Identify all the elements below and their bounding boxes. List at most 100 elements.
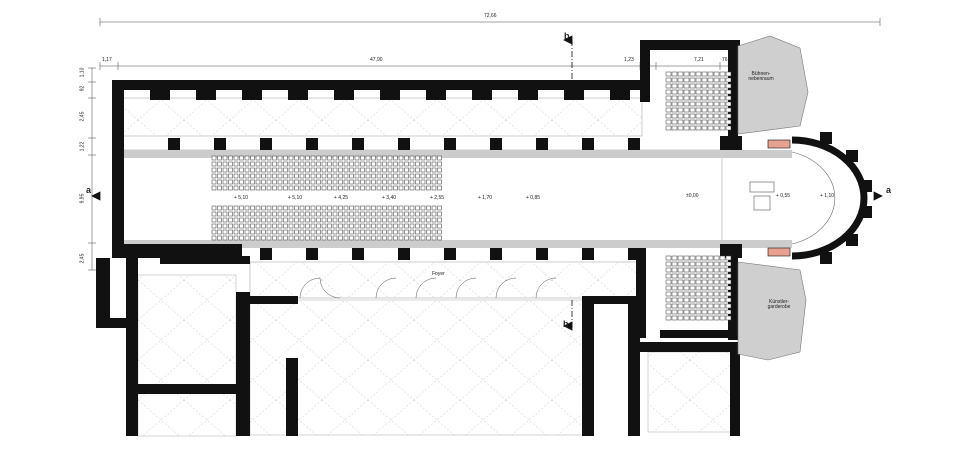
seat (332, 235, 338, 241)
seat (719, 89, 726, 95)
seat (316, 161, 321, 167)
seat (725, 315, 732, 321)
seat (332, 167, 338, 173)
seat (327, 167, 332, 173)
dim-vertical-5: 9,95 (79, 193, 86, 204)
nave-gray-band-bottom (122, 240, 792, 248)
seat (707, 95, 714, 101)
seat (393, 179, 398, 185)
room-label-stage-side: Bühnen-nebenraum (748, 71, 774, 82)
seat (404, 173, 409, 179)
seat (725, 297, 732, 303)
seat (695, 83, 702, 89)
seat (695, 255, 702, 261)
seat (409, 161, 415, 167)
seat (701, 261, 708, 267)
seat (288, 155, 294, 161)
seat (683, 267, 690, 273)
seat (404, 167, 409, 173)
seat (671, 71, 678, 77)
sw-chapel-lower (137, 391, 237, 437)
seat (671, 113, 678, 119)
seat (382, 223, 387, 229)
seat (354, 161, 360, 167)
seat (255, 179, 261, 185)
seat (415, 223, 420, 229)
seat (665, 77, 672, 83)
seat (376, 235, 382, 241)
seat (665, 71, 672, 77)
seat (689, 291, 696, 297)
seat (332, 205, 338, 211)
seat (431, 185, 437, 191)
dim-segment-b: 7,21 (694, 57, 704, 63)
seat (222, 223, 228, 229)
seat (415, 217, 420, 223)
seat (701, 107, 708, 113)
seat (244, 167, 250, 173)
seat (415, 179, 420, 185)
seat (316, 229, 321, 235)
seat (272, 229, 277, 235)
seat (277, 167, 283, 173)
seat (431, 235, 437, 241)
seat (426, 211, 431, 217)
seat (409, 173, 415, 179)
seat (327, 211, 332, 217)
seat (409, 205, 415, 211)
seat (211, 211, 217, 217)
seat (426, 179, 431, 185)
seat (365, 155, 371, 161)
seat (426, 235, 431, 241)
seat (288, 211, 294, 217)
seat (283, 173, 288, 179)
seat (288, 217, 294, 223)
seat (393, 161, 398, 167)
seat (354, 217, 360, 223)
seat (233, 167, 239, 173)
seat (228, 155, 233, 161)
seat (387, 185, 393, 191)
seat (228, 179, 233, 185)
seat (431, 205, 437, 211)
seat (365, 217, 371, 223)
seat (382, 211, 387, 217)
seat (233, 179, 239, 185)
seat (725, 83, 732, 89)
section-mark-b-top: b (564, 31, 570, 41)
altar (749, 181, 775, 211)
seat (272, 205, 277, 211)
seat (217, 211, 222, 217)
seat (393, 229, 398, 235)
seat (299, 185, 305, 191)
seat (217, 155, 222, 161)
seat (217, 235, 222, 241)
seat (725, 71, 732, 77)
seat (288, 179, 294, 185)
seat (665, 309, 672, 315)
seat (261, 161, 266, 167)
seat (365, 205, 371, 211)
seat (725, 309, 732, 315)
seat (288, 161, 294, 167)
nave-pillars (168, 138, 640, 260)
seat (228, 211, 233, 217)
seat (239, 185, 244, 191)
seat (255, 167, 261, 173)
seat (409, 155, 415, 161)
seat (713, 95, 720, 101)
seat (288, 223, 294, 229)
seat (707, 255, 714, 261)
seat (713, 291, 720, 297)
seat (250, 161, 255, 167)
seat (222, 217, 228, 223)
seat (343, 229, 349, 235)
seat (299, 217, 305, 223)
seat (255, 205, 261, 211)
seat (437, 223, 442, 229)
seat (707, 297, 714, 303)
seat (689, 279, 696, 285)
seat (665, 297, 672, 303)
seat (689, 261, 696, 267)
seat (665, 95, 672, 101)
